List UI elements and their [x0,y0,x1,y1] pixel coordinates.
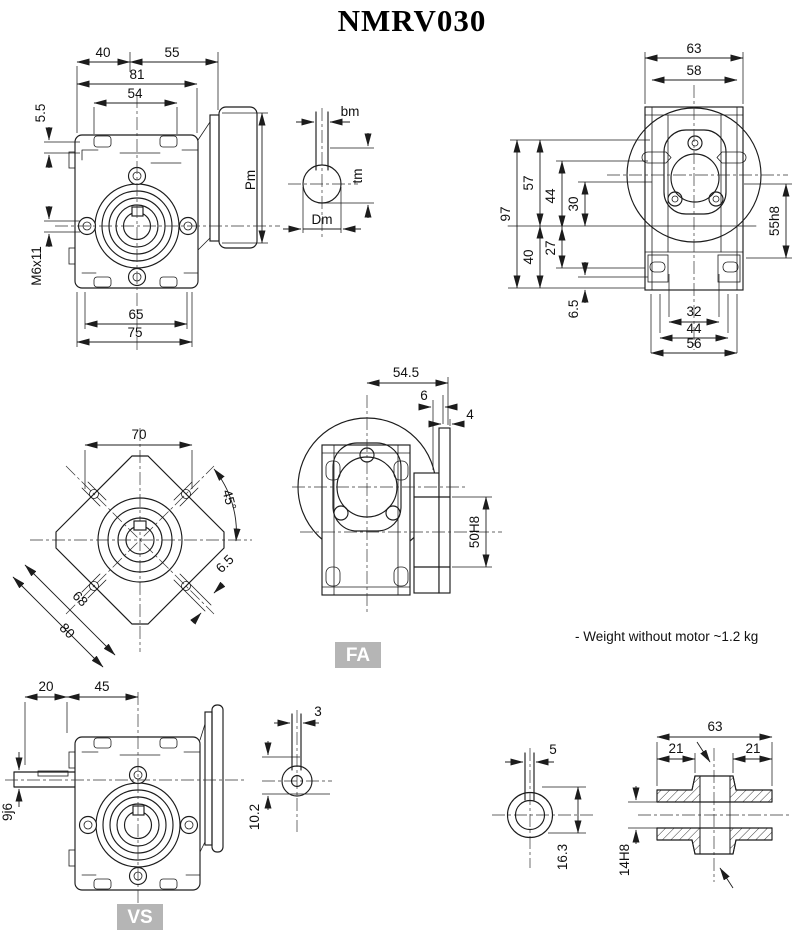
fa-dimensions: 54.5 6 4 50H8 [366,365,492,568]
dim-44-bottom: 44 [686,321,702,336]
dim-pm: Pm [243,170,258,190]
dim-40: 40 [521,249,536,264]
dim-57: 57 [521,175,536,190]
rear-view: 63 58 97 57 40 44 27 30 6.5 [498,41,792,357]
dim-9j6: 9j6 [0,803,15,821]
fa-badge: FA [335,642,381,668]
dim-54-5: 54.5 [393,365,419,380]
weight-note: - Weight without motor ~1.2 kg [575,629,758,644]
hollow-shaft-section: 63 21 21 14H8 [617,719,790,889]
rear-dimensions: 63 58 97 57 40 44 27 30 6.5 [498,41,792,357]
dim-5: 5 [549,742,557,757]
front-motor-flange [197,106,258,251]
dim-6: 6 [420,388,428,403]
dim-m6x11: M6x11 [29,246,44,286]
dim-70: 70 [131,427,146,442]
output-key-section: 5 16.3 [492,742,596,870]
dim-10-2: 10.2 [247,804,262,830]
dim-dm: Dm [312,212,333,227]
front-view: 40 55 81 54 5.5 M6x11 65 75 [29,45,280,350]
dim-63-shaft: 63 [707,719,722,734]
motor-bore-view: bm tm Dm [283,104,374,237]
dim-4: 4 [466,407,474,422]
dim-63: 63 [686,41,701,56]
dim-32: 32 [686,304,701,319]
dim-45: 45 [94,679,109,694]
dim-81: 81 [129,67,144,82]
vs-view: 20 45 9j6 VS [0,679,245,930]
dim-tm: tm [350,169,365,184]
vs-key-dimensions: 3 10.2 [247,704,330,830]
vs-flange [199,704,224,853]
dim-3: 3 [314,704,322,719]
dim-bm: bm [341,104,360,119]
hollow-shaft-dimensions: 63 21 21 14H8 [617,719,773,876]
flange-45-view: 70 45° 68 80 6.5 [12,427,252,668]
vs-key-section: 3 10.2 [247,704,332,832]
dim-55: 55 [164,45,179,60]
dim-6-5: 6.5 [566,300,581,319]
dim-50h8: 50H8 [467,516,482,548]
dim-14h8: 14H8 [617,844,632,876]
page-title: NMRV030 [338,3,487,38]
dim-75: 75 [127,325,142,340]
vs-badge: VS [117,904,163,930]
dim-58: 58 [686,63,701,78]
vs-input-shaft [13,770,76,788]
dim-40: 40 [95,45,110,60]
motor-bore-dimensions: bm tm Dm [283,104,374,233]
dim-20: 20 [38,679,53,694]
dim-30: 30 [566,196,581,211]
vs-bolt-ears [78,765,199,886]
fa-badge-label: FA [346,645,371,666]
dim-68: 68 [70,588,91,609]
dim-45deg: 45° [219,488,239,512]
dim-65: 65 [128,307,143,322]
fa-view: 54.5 6 4 50H8 FA [292,365,502,668]
front-dimensions: 40 55 81 54 5.5 M6x11 65 75 [29,45,268,347]
flange-45-dimensions: 70 45° 68 80 6.5 [12,427,241,668]
dim-54: 54 [127,86,143,101]
dim-5-5: 5.5 [33,104,48,123]
dim-44-left: 44 [543,188,558,204]
dim-21-left: 21 [668,741,683,756]
dim-21-right: 21 [745,741,760,756]
vs-badge-label: VS [127,907,152,928]
dim-55h8: 55h8 [767,206,782,236]
dim-27: 27 [543,240,558,255]
dim-16-3: 16.3 [555,844,570,870]
dim-56: 56 [686,336,701,351]
vs-dimensions: 20 45 9j6 [0,679,139,821]
output-key-dimensions: 5 16.3 [505,742,586,870]
dim-97: 97 [498,206,513,221]
